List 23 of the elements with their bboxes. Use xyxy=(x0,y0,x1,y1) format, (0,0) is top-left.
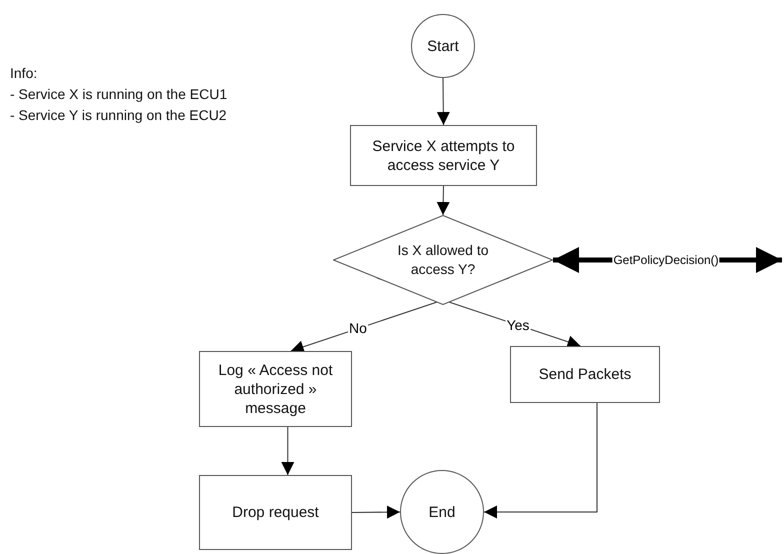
process-box xyxy=(199,351,352,427)
edge-label: No xyxy=(348,320,368,336)
node-text: Is X allowed to access Y? xyxy=(396,241,490,279)
info-note: - Service X is running on the ECU1 xyxy=(10,85,228,104)
process-box xyxy=(350,125,537,186)
node-text: Log « Access not authorized » message xyxy=(217,360,334,418)
decision-diamond xyxy=(333,215,553,305)
edge-label: Yes xyxy=(506,317,530,333)
arrow xyxy=(484,402,598,518)
arrow xyxy=(436,186,450,216)
edge-label: GetPolicyDecision() xyxy=(612,252,720,268)
node-text: Drop request xyxy=(232,503,319,522)
info-note: Info: xyxy=(10,64,38,83)
node-text: Start xyxy=(427,36,459,56)
node-text: End xyxy=(428,502,456,522)
arrow xyxy=(352,506,400,519)
arrow xyxy=(436,78,450,126)
process-box xyxy=(510,346,660,403)
node-text: Service X attempts to access service Y xyxy=(371,136,516,174)
info-note: - Service Y is running on the ECU2 xyxy=(10,106,227,125)
node-text: Send Packets xyxy=(538,365,632,384)
arrow xyxy=(281,426,294,476)
process-box xyxy=(199,475,352,550)
